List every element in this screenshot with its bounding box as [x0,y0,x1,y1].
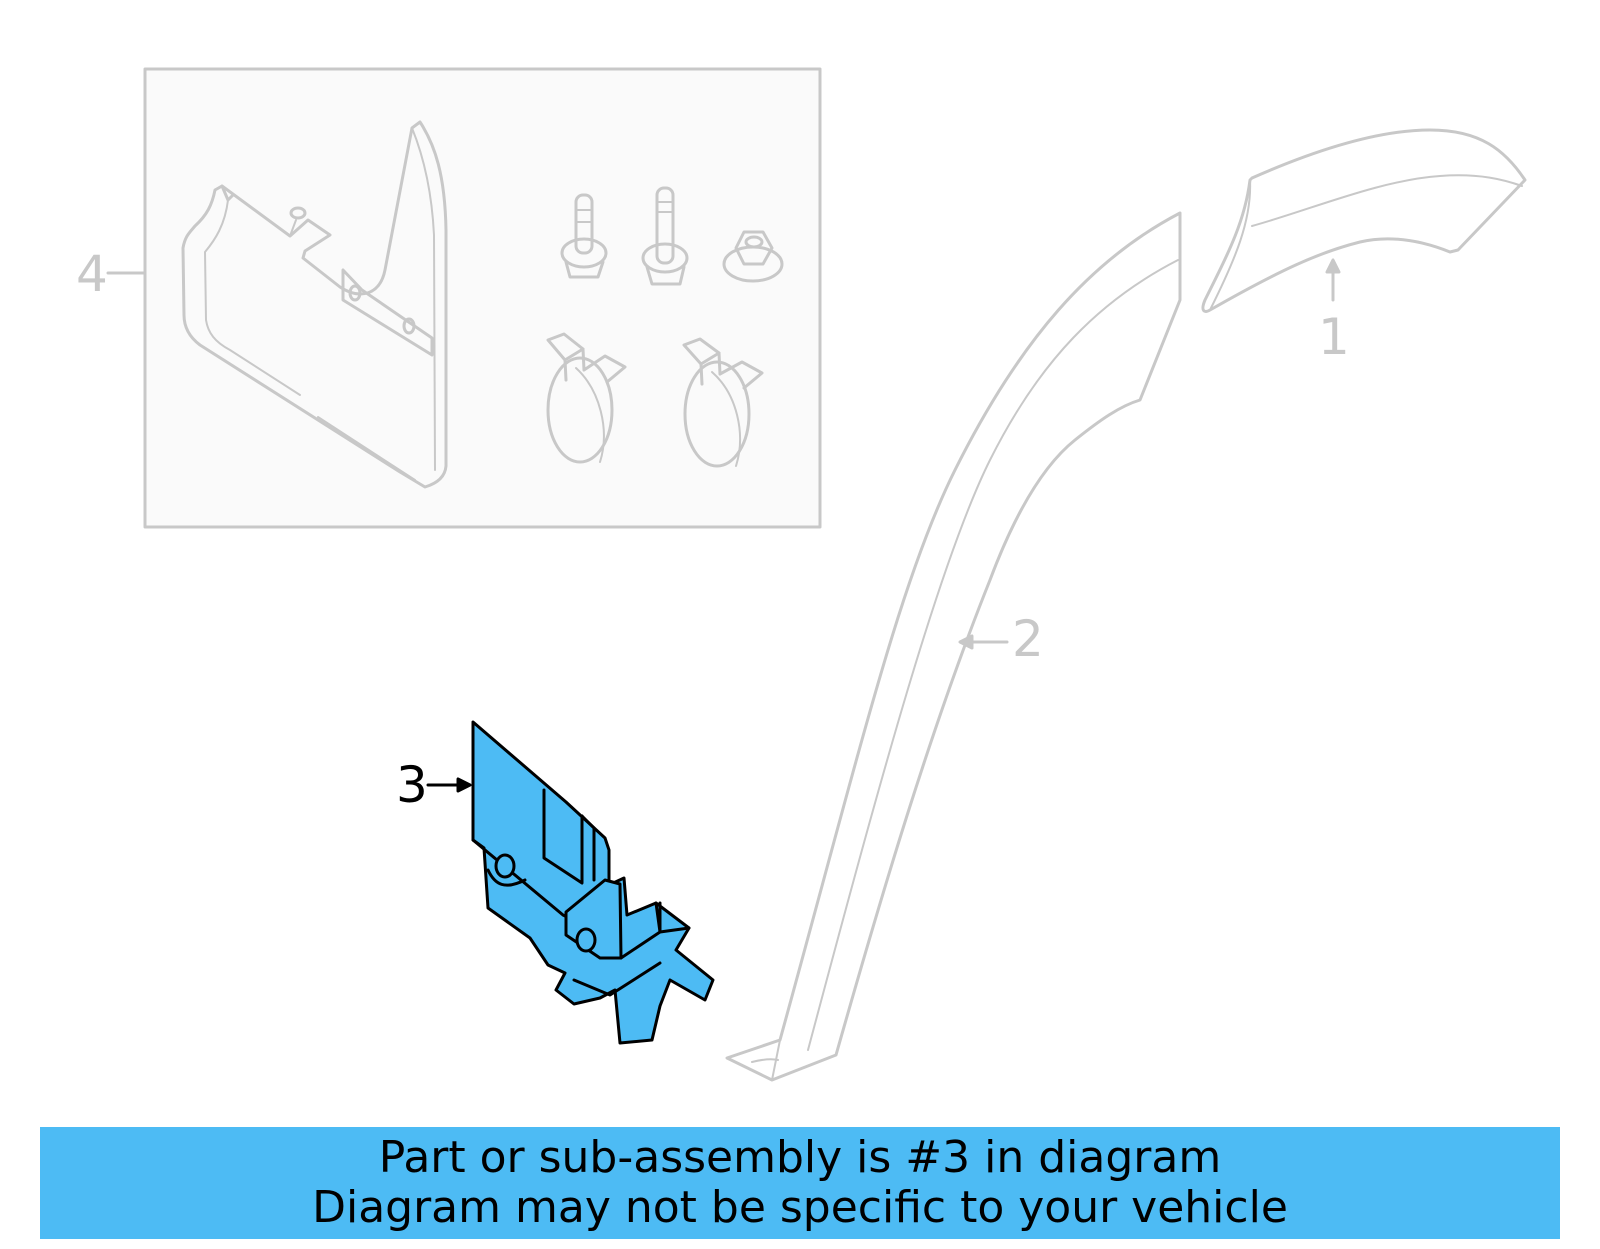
banner-disclaimer-text: Diagram may not be specific to your vehi… [312,1182,1288,1233]
callout-4-label[interactable]: 4 [76,245,108,303]
callout-2-label[interactable]: 2 [1012,610,1044,668]
info-banner: Part or sub-assembly is #3 in diagram Di… [40,1127,1560,1239]
bracket-part-3-icon[interactable] [426,720,715,1045]
bolt-icon [641,186,689,286]
wheel-molding-side-icon [725,211,1182,1082]
callout-3-label[interactable]: 3 [396,756,428,814]
mud-flap-icon [181,120,448,489]
callout-1-label[interactable]: 1 [1318,308,1350,366]
bolt-icon [560,193,608,279]
clip-icon [682,337,764,468]
kit-box-frame [143,67,822,529]
nut-icon [722,230,784,283]
mud-flap-kit-group [106,67,822,529]
clip-icon [546,332,627,464]
banner-part-text: Part or sub-assembly is #3 in diagram [378,1132,1222,1183]
wheel-molding-upper-icon [1201,128,1527,313]
